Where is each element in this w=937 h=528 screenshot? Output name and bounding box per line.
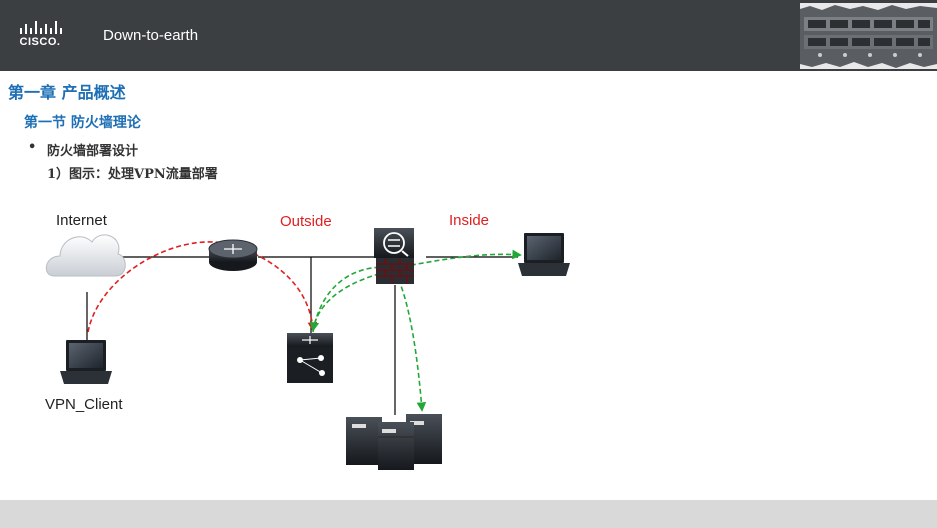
cisco-wordmark: CISCO. bbox=[19, 36, 61, 48]
bullet-item: 防火墙部署设计 bbox=[47, 144, 139, 159]
cisco-bars-icon bbox=[20, 21, 62, 34]
inside-label: Inside bbox=[449, 212, 490, 229]
switch-icon bbox=[287, 333, 333, 383]
header-bar: CISCO. Down-to-earth bbox=[0, 0, 937, 71]
chapter-heading: 第一章 产品概述 bbox=[8, 83, 126, 102]
network-links bbox=[86, 256, 518, 415]
router-icon bbox=[208, 239, 258, 271]
header-title: Down-to-earth bbox=[103, 27, 199, 44]
cisco-logo: CISCO. bbox=[14, 20, 66, 50]
cloud-icon bbox=[45, 234, 126, 277]
section-heading: 第一节 防火墙理论 bbox=[24, 115, 141, 131]
laptop-icon-inside bbox=[518, 233, 570, 276]
bullet-marker: • bbox=[28, 140, 37, 155]
internet-label: Internet bbox=[56, 212, 107, 229]
sub-item: 1）图示：处理VPN流量部署 bbox=[47, 167, 218, 182]
server-hardware-image bbox=[800, 3, 937, 69]
firewall-icon bbox=[374, 228, 414, 284]
laptop-icon-vpn-client bbox=[60, 340, 112, 384]
server-rack-icon bbox=[346, 414, 442, 470]
traffic-path-green bbox=[309, 249, 522, 412]
footer-bar bbox=[0, 500, 937, 528]
outside-label: Outside bbox=[280, 213, 332, 230]
vpn-client-label: VPN_Client bbox=[45, 396, 123, 413]
